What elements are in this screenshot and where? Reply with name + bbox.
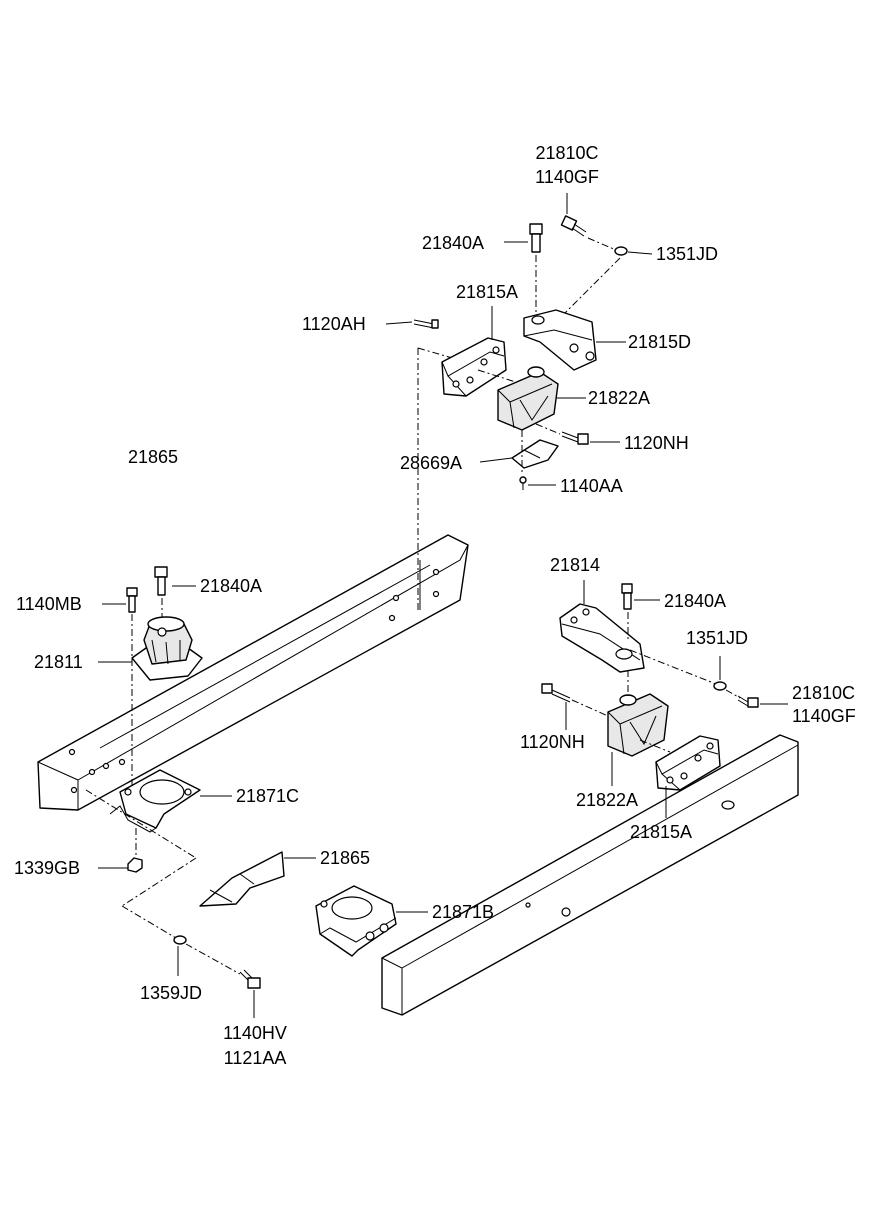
bracket-21871b	[315, 885, 397, 957]
label-1339gb: 1339GB	[14, 858, 81, 878]
insulator-21811	[131, 616, 203, 681]
screw-1140aa	[519, 476, 527, 490]
label-1140hv: 1140HV	[223, 1023, 287, 1043]
bolt-1140mb	[126, 587, 138, 613]
label-21810c-right: 21810C	[792, 683, 856, 703]
washer-1351jd-right	[713, 681, 727, 691]
insulator-21822a-right	[607, 693, 669, 757]
label-1351jd-right: 1351JD	[686, 628, 749, 648]
label-21865-loose: 21865	[128, 447, 179, 467]
bolt-1120ah	[413, 319, 439, 329]
label-1140gf-top: 1140GF	[535, 167, 599, 187]
bracket-21815d	[523, 309, 597, 371]
label-21810c-top: 21810C	[535, 143, 599, 163]
bolt-1120nh-top	[561, 431, 589, 445]
label-1140mb: 1140MB	[16, 594, 82, 614]
label-21815a-right: 21815A	[630, 822, 693, 842]
label-21815a-top: 21815A	[456, 282, 519, 302]
bracket-21814	[559, 603, 645, 673]
label-21840a-left: 21840A	[200, 576, 263, 596]
bolt-21810c-right	[737, 695, 759, 708]
label-21865-left: 21865	[320, 848, 371, 868]
left-frame-rail	[37, 534, 469, 811]
label-21871c: 21871C	[236, 786, 300, 806]
label-21815d: 21815D	[628, 332, 692, 352]
bolt-21840a-left	[154, 566, 168, 596]
bolt-1120nh-right	[541, 683, 571, 703]
label-21822a-top: 21822A	[588, 388, 651, 408]
bolt-21840a-right	[621, 583, 633, 610]
label-28669a: 28669A	[400, 453, 463, 473]
washer-1351jd-top	[614, 246, 628, 256]
label-21871b: 21871B	[432, 902, 495, 922]
label-21840a-top: 21840A	[422, 233, 485, 253]
label-1140gf-right: 1140GF	[792, 706, 856, 726]
heat-shield-28669a	[511, 439, 559, 469]
label-1120nh-right: 1120NH	[520, 732, 585, 752]
label-21811: 21811	[34, 652, 83, 672]
label-1120nh-top: 1120NH	[624, 433, 689, 453]
insulator-21822a-top	[497, 366, 559, 431]
label-1140aa: 1140AA	[560, 476, 623, 496]
bolt-21810c-top	[560, 215, 587, 237]
bolt-21840a-top	[529, 223, 543, 253]
bolt-1140hv	[239, 969, 261, 989]
mount-plate-21815a-top	[441, 337, 507, 397]
label-21822a-right: 21822A	[576, 790, 639, 810]
bracket-21871c	[109, 769, 201, 833]
nut-1339gb	[127, 857, 143, 873]
mount-plate-21815a-right	[655, 735, 721, 791]
right-frame-rail	[381, 734, 799, 1016]
label-21814: 21814	[550, 555, 601, 575]
label-1120ah: 1120AH	[302, 314, 366, 334]
label-21840a-right: 21840A	[664, 591, 727, 611]
label-1351jd-top: 1351JD	[656, 244, 719, 264]
heat-shield-21865	[199, 851, 285, 907]
label-1121aa: 1121AA	[223, 1048, 287, 1068]
washer-1359jd	[173, 935, 187, 945]
label-1359jd: 1359JD	[140, 983, 203, 1003]
